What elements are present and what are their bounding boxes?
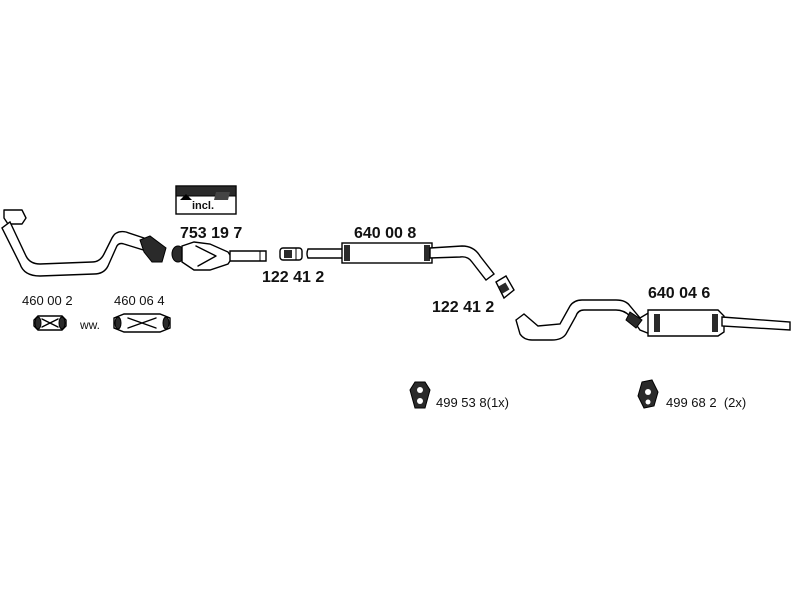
part-number-gasket-a: 460 00 2 [22, 293, 73, 308]
front-pipe [1, 209, 167, 277]
part-number-hanger-b: 499 68 2 (2x) [666, 396, 746, 409]
hanger-a-quantity: (1x) [486, 395, 509, 410]
rear-muffler [515, 299, 791, 341]
hanger-a-number: 499 53 8 [436, 395, 487, 410]
gasket-a [33, 315, 67, 331]
hanger-b-quantity: (2x) [723, 395, 747, 410]
part-number-hanger-a: 499 53 8(1x) [436, 396, 509, 409]
clamp-upper [279, 247, 303, 261]
part-number-catalyst: 753 19 7 [180, 225, 243, 242]
hanger-b-icon [637, 379, 659, 409]
catalyst-kit-box [175, 185, 237, 215]
hanger-b-number: 499 68 2 [666, 395, 717, 410]
clamp-lower [495, 275, 515, 300]
gasket-b [113, 313, 171, 333]
part-number-clamp-upper: 122 41 2 [262, 269, 325, 286]
catalytic-converter [171, 241, 267, 271]
part-number-clamp-lower: 122 41 2 [432, 299, 495, 316]
hanger-a-icon [409, 381, 431, 409]
gasket-alternative-note: ww. [80, 318, 101, 332]
catalyst-kit-label: incl. [192, 200, 215, 212]
part-number-gasket-b: 460 06 4 [114, 293, 165, 308]
middle-muffler [306, 242, 495, 281]
part-number-rear-muffler: 640 04 6 [648, 285, 711, 302]
part-number-middle-muffler: 640 00 8 [354, 225, 417, 242]
